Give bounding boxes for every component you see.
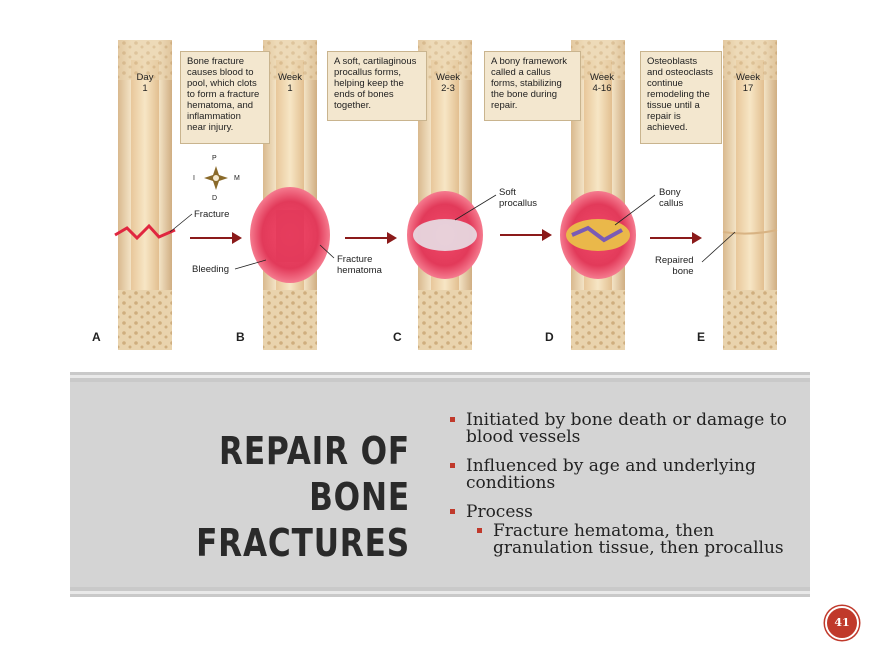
bullet-item: Influenced by age and underlying conditi… xyxy=(450,458,810,492)
bullet-item: Initiated by bone death or damage to blo… xyxy=(450,412,810,446)
label-fracture: Fracture xyxy=(194,209,230,220)
time-label-a: Day 1 xyxy=(136,72,154,94)
bone-stage-b xyxy=(250,40,330,350)
callout-procallus: A soft, cartilaginous procallus forms, h… xyxy=(327,51,427,121)
label-repaired-bone: Repaired bone xyxy=(655,255,694,277)
time-label-d: Week 4-16 xyxy=(589,72,615,94)
bone-repair-figure: Bone fracture causes blood to pool, whic… xyxy=(92,40,778,350)
bullet-text: Process xyxy=(466,502,533,522)
label-soft-procallus: Soft procallus xyxy=(499,187,538,209)
bone-illustrations xyxy=(114,40,778,350)
stage-letter-e: E xyxy=(697,330,706,344)
bullet-text: Initiated by bone death or damage to blo… xyxy=(466,410,787,447)
label-fracture-hematoma: Fracture hematoma xyxy=(337,254,382,276)
callout-remodeling: Osteoblasts and osteoclasts continue rem… xyxy=(640,51,722,144)
bone-stage-e xyxy=(722,40,778,350)
band-bottom-stripe xyxy=(70,591,810,594)
time-label-e: Week 17 xyxy=(735,72,761,94)
label-bony-callus: Bony callus xyxy=(659,187,684,209)
callout-hematoma: Bone fracture causes blood to pool, whic… xyxy=(180,51,270,144)
bullet-text: Fracture hematoma, then granulation tiss… xyxy=(493,521,784,558)
band-top-stripe xyxy=(70,375,810,378)
compass-i-label: I xyxy=(193,175,195,182)
stage-letter-a: A xyxy=(92,330,101,344)
slide-title: REPAIR OF BONE FRACTURES xyxy=(196,429,410,565)
stage-letter-d: D xyxy=(545,330,554,344)
callout-callus: A bony framework called a callus forms, … xyxy=(484,51,581,121)
bullet-item: Process xyxy=(450,504,810,521)
leader-lines xyxy=(169,194,736,270)
stage-letter-c: C xyxy=(393,330,402,344)
bullet-marker-icon xyxy=(450,509,455,514)
bullet-text: Influenced by age and underlying conditi… xyxy=(466,456,756,493)
time-label-c: Week 2-3 xyxy=(435,72,461,94)
band-inner xyxy=(70,382,810,587)
page-number-badge: 41 xyxy=(825,606,859,640)
bone-stage-c xyxy=(407,40,483,350)
bone-stage-d xyxy=(560,40,636,350)
sub-bullet-item: Fracture hematoma, then granulation tiss… xyxy=(450,523,810,557)
progress-arrows xyxy=(190,229,702,244)
content-band xyxy=(70,372,810,597)
compass-p-label: P xyxy=(212,155,217,162)
compass-d-label: D xyxy=(212,195,218,202)
bullet-marker-icon xyxy=(450,463,455,468)
bullet-marker-icon xyxy=(450,417,455,422)
bullet-marker-icon xyxy=(477,528,482,533)
compass-icon xyxy=(204,166,228,190)
bullet-list: Initiated by bone death or damage to blo… xyxy=(450,412,810,569)
bone-stage-a xyxy=(114,40,176,350)
stage-letter-b: B xyxy=(236,330,245,344)
time-label-b: Week 1 xyxy=(277,72,303,94)
label-bleeding: Bleeding xyxy=(192,264,229,275)
compass-m-label: M xyxy=(234,175,240,182)
